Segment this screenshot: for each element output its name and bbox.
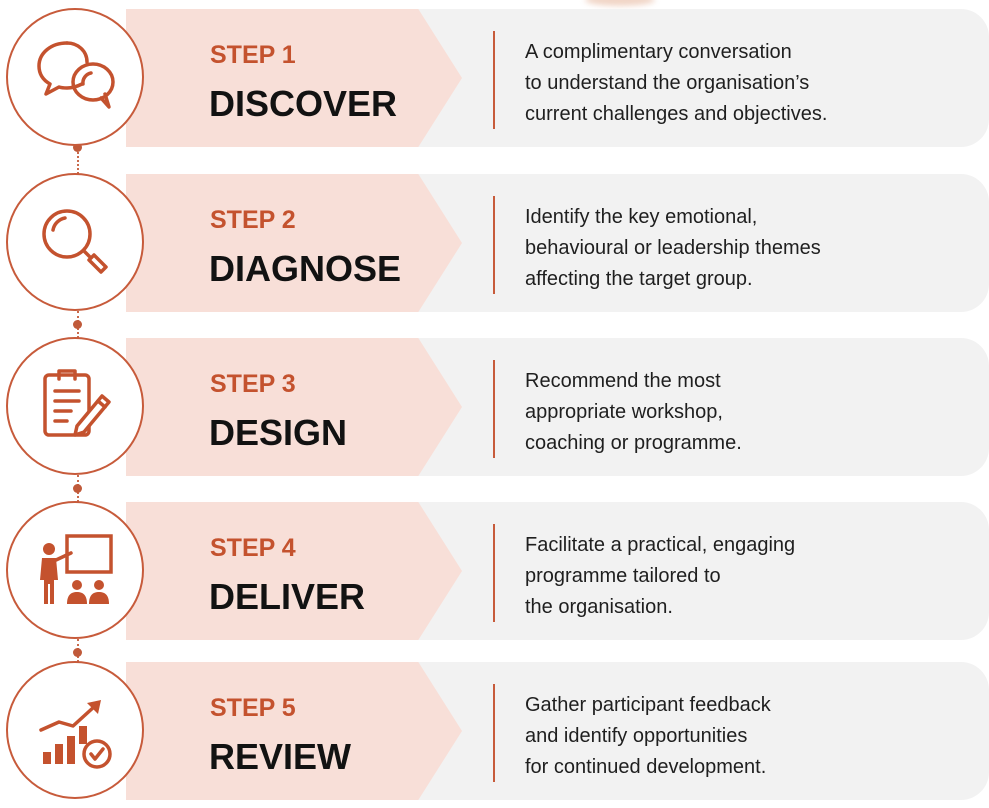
step-description: Gather participant feedback and identify… [525, 690, 965, 783]
description-line: A complimentary conversation [525, 41, 792, 63]
step-description: A complimentary conversation to understa… [525, 37, 965, 130]
step-icon-circle [6, 8, 144, 146]
description-line: Facilitate a practical, engaging [525, 534, 796, 556]
step-row-review: STEP 5 REVIEW Gather participant feedbac… [0, 661, 989, 800]
step-description-card [400, 338, 989, 476]
description-line: to understand the organisation’s [525, 72, 810, 94]
step-title: REVIEW [209, 736, 352, 777]
connector-line [77, 137, 79, 174]
step-arrow-band [126, 662, 462, 800]
step-icon-circle [6, 661, 144, 799]
step-description: Recommend the most appropriate workshop,… [525, 366, 965, 459]
step-number: STEP 3 [210, 370, 296, 398]
step-icon-circle [6, 337, 144, 475]
step-arrow-band [126, 502, 462, 640]
step-icon-circle [6, 173, 144, 311]
description-line: behavioural or leadership themes [525, 237, 821, 259]
step-row-deliver: STEP 4 DELIVER Facilitate a practical, e… [0, 501, 989, 640]
step-row-diagnose: STEP 2 DIAGNOSE Identify the key emotion… [0, 173, 989, 312]
description-line: Recommend the most [525, 370, 721, 392]
separator-line [493, 524, 495, 622]
connector-dot [73, 484, 82, 493]
connector-dot [73, 320, 82, 329]
step-arrow-band [126, 9, 462, 147]
step-title: DELIVER [209, 576, 366, 617]
magnifying-glass-icon [42, 209, 108, 274]
step-description-card [400, 662, 989, 800]
step-title: DISCOVER [209, 83, 398, 124]
step-title: DIAGNOSE [209, 248, 402, 289]
step-description-card [400, 502, 989, 640]
description-line: programme tailored to [525, 565, 721, 587]
step-description-card [400, 9, 989, 147]
step-description: Identify the key emotional, behavioural … [525, 202, 965, 295]
step-description: Facilitate a practical, engaging program… [525, 530, 965, 623]
connector-dot [73, 648, 82, 657]
step-number: STEP 5 [210, 694, 296, 722]
description-line: Identify the key emotional, [525, 206, 758, 228]
description-line: coaching or programme. [525, 432, 742, 454]
step-number: STEP 2 [210, 206, 296, 234]
separator-line [493, 196, 495, 294]
description-line: Gather participant feedback [525, 694, 771, 716]
step-number: STEP 1 [210, 41, 296, 69]
step-description-card [400, 174, 989, 312]
step-number: STEP 4 [210, 534, 296, 562]
step-arrow-band [126, 174, 462, 312]
presentation-audience-icon [40, 534, 113, 604]
description-line: the organisation. [525, 596, 673, 618]
speech-bubbles-icon [37, 41, 115, 109]
description-line: affecting the target group. [525, 268, 753, 290]
step-row-discover: STEP 1 DISCOVER A complimentary conversa… [0, 8, 989, 147]
step-title: DESIGN [209, 412, 348, 453]
separator-line [493, 360, 495, 458]
connector-dot [73, 143, 82, 152]
separator-line [493, 31, 495, 129]
step-arrow-band [126, 338, 462, 476]
description-line: and identify opportunities [525, 725, 748, 747]
decorative-glow [585, 0, 655, 6]
step-icon-circle [6, 501, 144, 639]
growth-chart-check-icon [39, 700, 112, 769]
clipboard-pencil-icon [43, 369, 111, 437]
step-row-design: STEP 3 DESIGN Recommend the most appropr… [0, 337, 989, 476]
separator-line [493, 684, 495, 782]
description-line: for continued development. [525, 756, 767, 778]
description-line: appropriate workshop, [525, 401, 723, 423]
description-line: current challenges and objectives. [525, 103, 828, 125]
